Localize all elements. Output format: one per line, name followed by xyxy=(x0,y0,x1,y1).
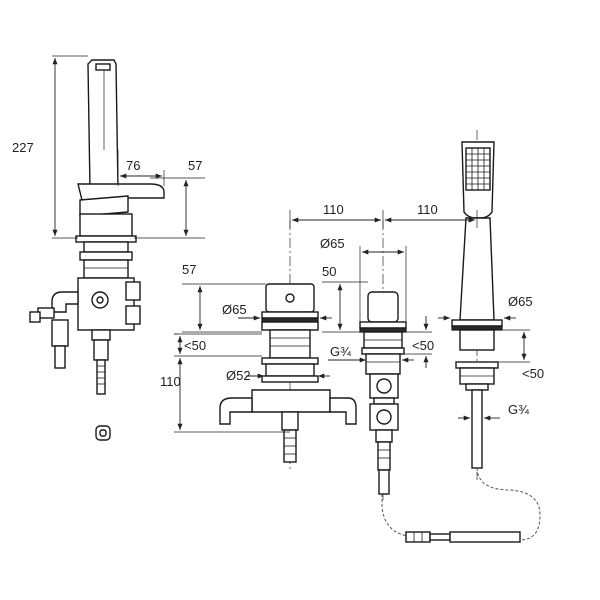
left-dimensions: 227 76 57 xyxy=(12,55,205,239)
spray-nozzle-grid xyxy=(466,148,490,190)
dim-57-top-label: 57 xyxy=(188,158,202,173)
dim-110-vert-label: 110 xyxy=(160,374,181,389)
dim-57-mid-label: 57 xyxy=(182,262,196,277)
dim-dia65-right-label: Ø65 xyxy=(508,294,533,309)
handshower-handle xyxy=(459,217,495,321)
valve-cap xyxy=(367,291,399,323)
dim-110-left-label: 110 xyxy=(323,202,344,217)
dim-dia65-mid-label: Ø65 xyxy=(222,302,247,317)
connecting-hose xyxy=(381,467,541,543)
lever-handle xyxy=(77,183,165,201)
handshower-front-view xyxy=(451,130,503,480)
mixer-body xyxy=(251,389,331,413)
dim-g34-mid-label: G¾ xyxy=(330,344,351,359)
valve-column-view xyxy=(359,220,407,500)
handshower-side xyxy=(87,59,119,191)
side-elbow xyxy=(51,291,79,313)
valve-body-cylinder xyxy=(79,213,133,237)
dim-227-label: 227 xyxy=(12,140,34,155)
dim-110-right-label: 110 xyxy=(417,202,438,217)
mixer-front-view xyxy=(219,220,357,470)
middle-right-dimensions: 110 110 Ø65 50 57 Ø65 <50 Ø52 1 xyxy=(160,202,544,433)
dim-dia52-label: Ø52 xyxy=(226,368,251,383)
dim-76-label: 76 xyxy=(126,158,140,173)
dim-50-label: 50 xyxy=(322,264,336,279)
left-side-view xyxy=(29,59,165,441)
dim-lt50-left-label: <50 xyxy=(184,338,206,353)
dim-dia65-top-label: Ø65 xyxy=(320,236,345,251)
dim-g34-right-label: G¾ xyxy=(508,402,529,417)
dim-lt50-mid-label: <50 xyxy=(412,338,434,353)
dim-lt50-right-label: <50 xyxy=(522,366,544,381)
